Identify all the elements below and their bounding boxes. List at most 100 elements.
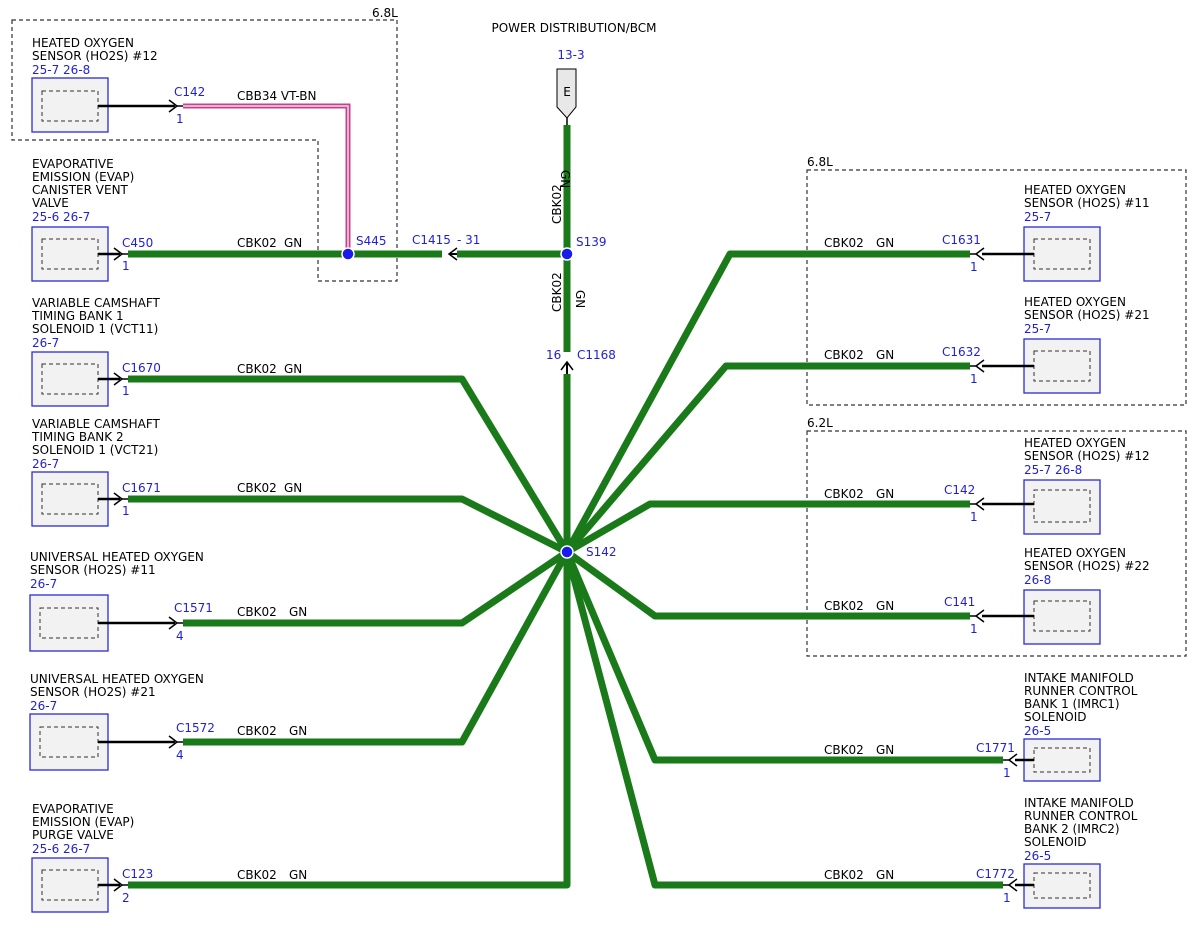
component-evap-purge-valve[interactable]: EVAPORATIVE EMISSION (EVAP) PURGE VALVE … <box>31 802 153 913</box>
connector-c1168-pin: 16 <box>546 348 561 362</box>
component-vct11[interactable]: VARIABLE CAMSHAFT TIMING BANK 1 SOLENOID… <box>31 296 161 407</box>
component-title-line: VARIABLE CAMSHAFT <box>32 296 161 310</box>
connector-pin: 2 <box>122 891 130 905</box>
wire-color-c142r: GN <box>876 487 894 501</box>
connector-c1415-pin: - 31 <box>457 233 480 247</box>
component-page-refs: 25-6 26-7 <box>32 842 90 856</box>
component-title-line: SENSOR (HO2S) #11 <box>1024 196 1150 210</box>
wire-label-cbk02-v1: CBK02 <box>550 184 564 224</box>
component-title-line: HEATED OXYGEN <box>32 36 134 50</box>
wire-s142-to-c1772 <box>563 551 1003 889</box>
component-title-line: SENSOR (HO2S) #21 <box>1024 308 1150 322</box>
wire-label-c123: CBK02 <box>237 868 277 882</box>
wire-color-c1631: GN <box>876 236 894 250</box>
power-source-letter: E <box>563 85 571 99</box>
component-inner-outline <box>1033 489 1091 523</box>
component-uho2s11[interactable]: UNIVERSAL HEATED OXYGEN SENSOR (HO2S) #1… <box>29 550 213 652</box>
connector-pin: 4 <box>176 748 184 762</box>
connector-id: C142 <box>944 483 975 497</box>
wire-label-c1632: CBK02 <box>824 348 864 362</box>
component-box <box>1023 479 1101 535</box>
connector-id: C1771 <box>976 741 1015 755</box>
component-page-refs: 25-6 26-7 <box>32 210 90 224</box>
connector-c1415[interactable]: C1415 <box>412 233 451 247</box>
power-source-ref[interactable]: 13-3 <box>557 48 584 62</box>
wire-label-c1772: CBK02 <box>824 868 864 882</box>
component-title-line: VALVE <box>32 196 69 210</box>
component-title-line: CANISTER VENT <box>32 183 129 197</box>
wire-label-c1571: CBK02 <box>237 605 277 619</box>
zone-label-6.2l-right: 6.2L <box>807 416 833 430</box>
component-title-line: SOLENOID 1 (VCT21) <box>32 443 158 457</box>
component-title-line: HEATED OXYGEN <box>1024 295 1126 309</box>
component-page-refs: 26-7 <box>30 577 57 591</box>
wire-s142-to-c1571 <box>183 549 569 627</box>
component-ho2s11[interactable]: HEATED OXYGEN SENSOR (HO2S) #11 25-7 C16… <box>942 183 1150 282</box>
zone-label-6.8l-right: 6.8L <box>807 155 833 169</box>
connector-id: C450 <box>122 236 153 250</box>
component-title-line: EMISSION (EVAP) <box>32 170 134 184</box>
wire-label-c1572: CBK02 <box>237 724 277 738</box>
component-imrc2[interactable]: INTAKE MANIFOLD RUNNER CONTROL BANK 2 (I… <box>976 796 1138 909</box>
component-uho2s21[interactable]: UNIVERSAL HEATED OXYGEN SENSOR (HO2S) #2… <box>29 672 215 771</box>
connector-pin: 1 <box>970 622 978 636</box>
component-ho2s12-top[interactable]: HEATED OXYGEN SENSOR (HO2S) #12 25-7 26-… <box>31 36 205 133</box>
wire-s142-to-c1631 <box>563 250 970 554</box>
connector-id: C1572 <box>176 721 215 735</box>
splice-s142[interactable] <box>560 545 574 559</box>
wire-color-gn-v1: GN <box>558 170 572 188</box>
component-title-line: SENSOR (HO2S) #12 <box>1024 449 1150 463</box>
wire-color-c123: GN <box>289 868 307 882</box>
component-title-line: BANK 1 (IMRC1) <box>1024 697 1120 711</box>
wire-cbb34-highlight <box>183 105 349 254</box>
component-vct21[interactable]: VARIABLE CAMSHAFT TIMING BANK 2 SOLENOID… <box>31 417 161 527</box>
wire-color-c1632: GN <box>876 348 894 362</box>
component-title-line: EVAPORATIVE <box>32 802 114 816</box>
splice-s445[interactable] <box>341 247 355 261</box>
wire-s142-to-c141 <box>564 549 970 620</box>
component-box <box>31 857 109 913</box>
green-wires <box>128 125 1003 889</box>
component-ho2s21[interactable]: HEATED OXYGEN SENSOR (HO2S) #21 25-7 C16… <box>942 295 1150 394</box>
component-page-refs: 25-7 26-8 <box>1024 463 1082 477</box>
wire-label-cbb34: CBB34 VT-BN <box>237 89 316 103</box>
connector-pin: 4 <box>176 629 184 643</box>
wire-color-gn-v2: GN <box>573 290 587 308</box>
component-ho2s22[interactable]: HEATED OXYGEN SENSOR (HO2S) #22 26-8 C14… <box>944 546 1150 645</box>
wire-color-c1671: GN <box>284 481 302 495</box>
component-page-refs: 26-7 <box>32 457 59 471</box>
component-evap-vent-valve[interactable]: EVAPORATIVE EMISSION (EVAP) CANISTER VEN… <box>31 157 153 282</box>
connector-id: C1670 <box>122 361 161 375</box>
splice-s139[interactable] <box>560 247 574 261</box>
connector-pin: 1 <box>1003 891 1011 905</box>
component-page-refs: 26-8 <box>1024 573 1051 587</box>
zone-box-6.2l-right <box>806 430 1187 657</box>
wire-color-c1670: GN <box>284 362 302 376</box>
component-imrc1[interactable]: INTAKE MANIFOLD RUNNER CONTROL BANK 1 (I… <box>976 671 1138 782</box>
wire-label-c1670: CBK02 <box>237 362 277 376</box>
connector-pin: 1 <box>122 504 130 518</box>
component-box <box>1023 226 1101 282</box>
power-source-symbol <box>556 68 577 119</box>
wire-color-c1572: GN <box>289 724 307 738</box>
connector-c1168[interactable]: C1168 <box>577 348 616 362</box>
component-title-line: RUNNER CONTROL <box>1024 809 1138 823</box>
component-title-line: TIMING BANK 2 <box>31 430 124 444</box>
component-ho2s12-right[interactable]: HEATED OXYGEN SENSOR (HO2S) #12 25-7 26-… <box>944 436 1150 535</box>
wire-label-cbk02-v2: CBK02 <box>550 272 564 312</box>
wire-s142-to-c1632 <box>564 362 970 555</box>
component-title-line: SENSOR (HO2S) #21 <box>30 685 156 699</box>
wire-color-c1771: GN <box>876 743 894 757</box>
component-box <box>1023 863 1101 909</box>
component-title-line: SOLENOID <box>1024 835 1087 849</box>
component-title-line: HEATED OXYGEN <box>1024 546 1126 560</box>
component-page-refs: 26-7 <box>30 699 57 713</box>
connector-id: C123 <box>122 867 153 881</box>
zone-box-6.8l-top-left <box>11 19 398 282</box>
component-box <box>1023 338 1101 394</box>
wire-label-c1631: CBK02 <box>824 236 864 250</box>
component-page-refs: 26-5 <box>1024 724 1051 738</box>
component-box <box>31 226 109 282</box>
zone-box-6.8l-right <box>806 169 1187 406</box>
